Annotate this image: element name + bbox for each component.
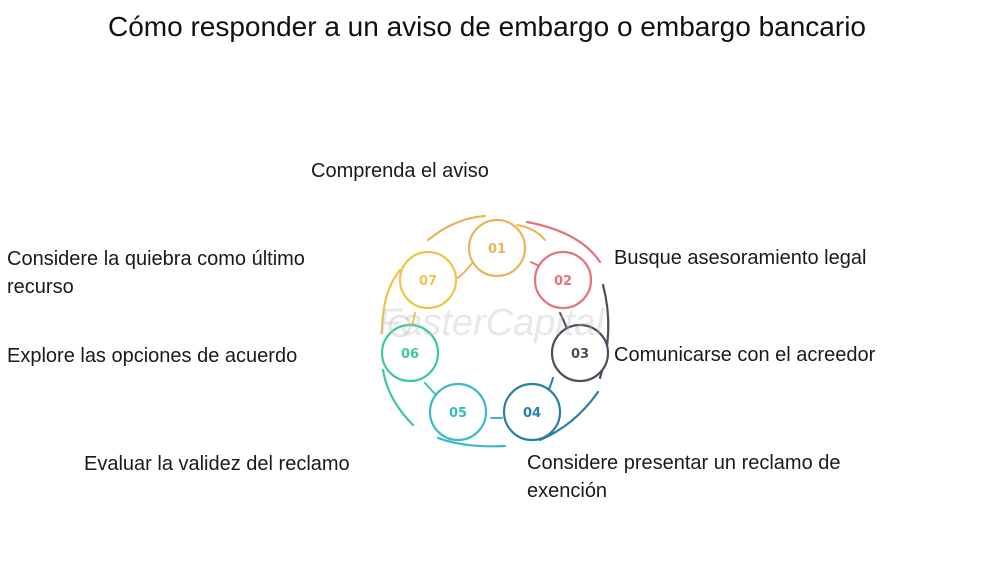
step-label-2: Busque asesoramiento legal xyxy=(614,247,867,269)
step-number-7: 07 xyxy=(419,274,437,289)
step-label-1: Comprenda el aviso xyxy=(311,160,489,182)
step-circle-2 xyxy=(533,250,593,310)
outer-arc-2 xyxy=(525,220,602,264)
outer-arc-5 xyxy=(436,436,507,448)
step-number-6: 06 xyxy=(401,347,419,362)
step-number-4: 04 xyxy=(523,406,541,421)
step-circle-3 xyxy=(550,323,610,383)
step-label-5: Evaluar la validez del reclamo xyxy=(84,453,350,475)
outer-arcs xyxy=(380,214,610,448)
step-circle-4 xyxy=(502,382,562,442)
step-number-1: 01 xyxy=(488,242,506,257)
inner-arc-6 xyxy=(424,382,437,396)
step-circle-6 xyxy=(380,323,440,383)
step-number-5: 05 xyxy=(449,406,467,421)
step-label-3: Comunicarse con el acreedor xyxy=(614,344,876,366)
step-label-7: Considere la quiebra como último recurso xyxy=(7,248,305,298)
watermark-logo: FasterCapital xyxy=(378,302,604,344)
step-label-4: Considere presentar un reclamo de exenci… xyxy=(527,452,841,502)
step-circles xyxy=(380,218,610,442)
step-circle-7 xyxy=(398,250,458,310)
inner-arc-top xyxy=(516,224,546,241)
step-circle-5 xyxy=(428,382,488,442)
outer-arc-7 xyxy=(380,268,402,335)
outer-arc-6 xyxy=(381,368,415,427)
step-circle-1 xyxy=(467,218,527,278)
outer-arc-1 xyxy=(426,214,487,242)
step-number-3: 03 xyxy=(571,347,589,362)
page-title: Cómo responder a un aviso de embargo o e… xyxy=(107,11,866,42)
gear-icon xyxy=(388,314,412,338)
step-number-2: 02 xyxy=(554,274,572,289)
step-label-6: Explore las opciones de acuerdo xyxy=(7,345,298,367)
step-numbers: 01 02 03 04 05 06 07 xyxy=(401,242,589,421)
